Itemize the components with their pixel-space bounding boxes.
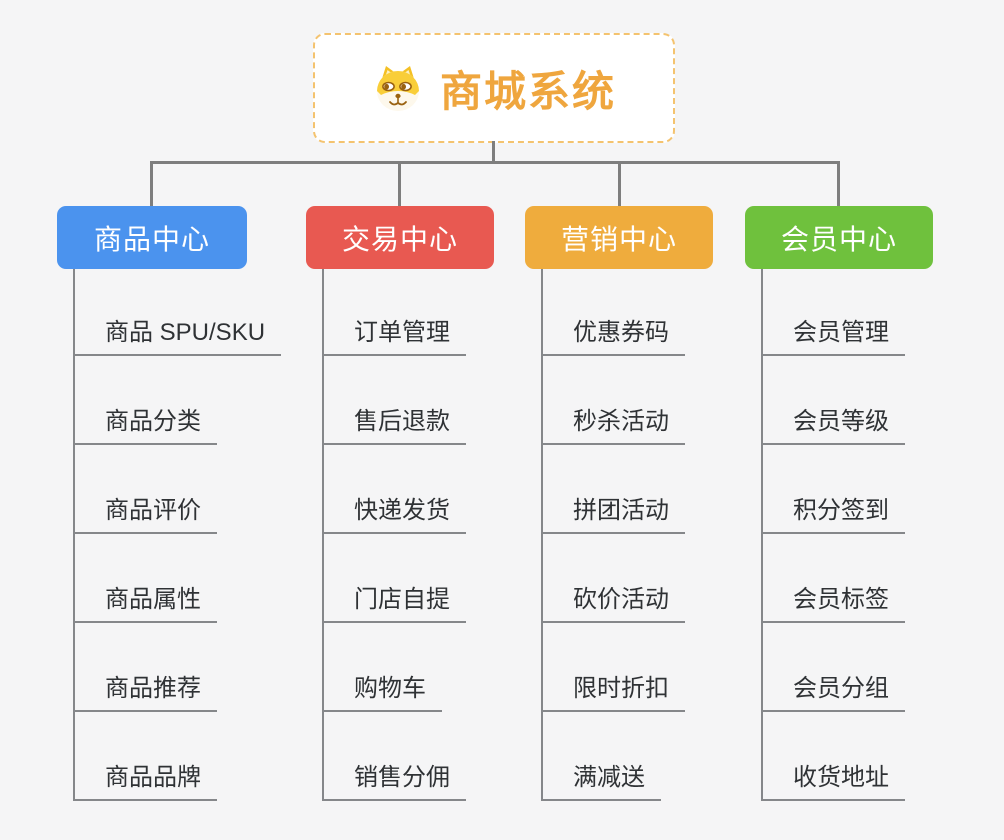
leaf-node[interactable]: 订单管理 — [324, 269, 466, 356]
leaf-node[interactable]: 会员标签 — [763, 534, 905, 623]
leaf-node[interactable]: 商品分类 — [75, 356, 217, 445]
connector-drop-product — [150, 161, 153, 207]
leaf-node[interactable]: 会员等级 — [763, 356, 905, 445]
root-title: 商城系统 — [439, 67, 616, 115]
leaf-node[interactable]: 商品品牌 — [75, 712, 217, 801]
connector-drop-marketing — [618, 161, 621, 207]
leaf-node[interactable]: 售后退款 — [324, 356, 466, 445]
leaf-node[interactable]: 销售分佣 — [324, 712, 466, 801]
leaf-node[interactable]: 积分签到 — [763, 445, 905, 534]
leaf-node[interactable]: 拼团活动 — [543, 445, 685, 534]
connector-drop-trade — [398, 161, 401, 207]
leaf-node[interactable]: 购物车 — [324, 623, 442, 712]
leaf-column-trade: 订单管理 售后退款 快递发货 门店自提 购物车 销售分佣 — [322, 269, 466, 801]
leaf-column-product: 商品 SPU/SKU 商品分类 商品评价 商品属性 商品推荐 商品品牌 — [73, 269, 282, 801]
leaf-column-marketing: 优惠券码 秒杀活动 拼团活动 砍价活动 限时折扣 满减送 — [541, 269, 685, 801]
connector-root-vertical — [492, 141, 495, 163]
leaf-node[interactable]: 商品推荐 — [75, 623, 217, 712]
leaf-node[interactable]: 砍价活动 — [543, 534, 685, 623]
leaf-node[interactable]: 优惠券码 — [543, 269, 685, 356]
leaf-node[interactable]: 会员管理 — [763, 269, 905, 356]
branch-node-marketing-center[interactable]: 营销中心 — [525, 206, 713, 269]
connector-drop-member — [837, 161, 840, 207]
branch-node-trade-center[interactable]: 交易中心 — [306, 206, 494, 269]
leaf-node[interactable]: 秒杀活动 — [543, 356, 685, 445]
branch-node-product-center[interactable]: 商品中心 — [57, 206, 247, 269]
connector-horizontal — [150, 161, 840, 164]
leaf-node[interactable]: 商品评价 — [75, 445, 217, 534]
leaf-node[interactable]: 收货地址 — [763, 712, 905, 801]
branch-label: 营销中心 — [560, 223, 677, 255]
branch-label: 商品中心 — [93, 223, 210, 255]
leaf-node[interactable]: 商品属性 — [75, 534, 217, 623]
leaf-node[interactable]: 会员分组 — [763, 623, 905, 712]
leaf-node[interactable]: 快递发货 — [324, 445, 466, 534]
branch-label: 交易中心 — [341, 223, 458, 255]
leaf-node[interactable]: 限时折扣 — [543, 623, 685, 712]
leaf-node[interactable]: 满减送 — [543, 712, 661, 801]
leaf-node[interactable]: 商品 SPU/SKU — [75, 269, 282, 356]
branch-label: 会员中心 — [780, 223, 897, 255]
root-node[interactable]: 商城系统 — [313, 33, 675, 143]
leaf-node[interactable]: 门店自提 — [324, 534, 466, 623]
dog-face-icon — [376, 66, 419, 111]
branch-node-member-center[interactable]: 会员中心 — [745, 206, 933, 269]
leaf-column-member: 会员管理 会员等级 积分签到 会员标签 会员分组 收货地址 — [761, 269, 905, 801]
